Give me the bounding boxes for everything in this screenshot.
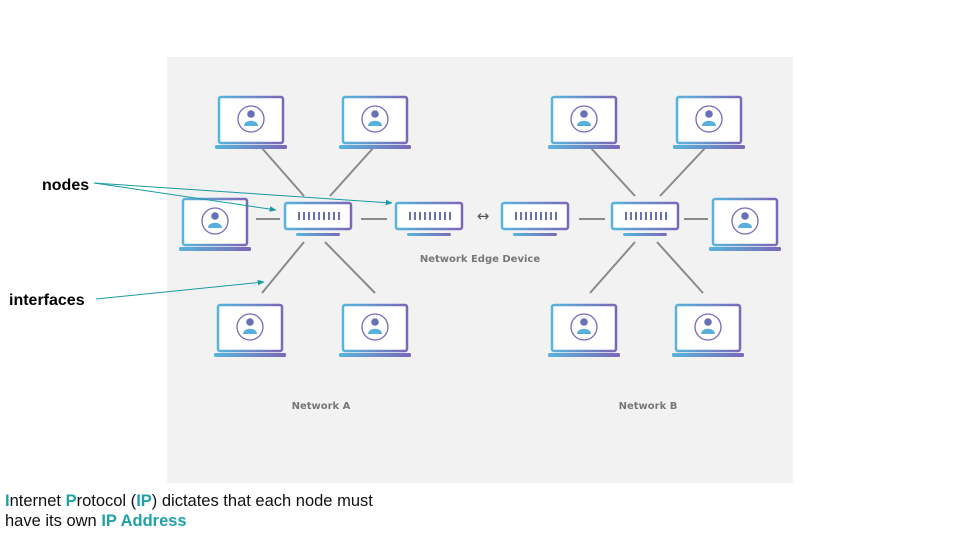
nodes-annotation: nodes bbox=[42, 177, 89, 194]
laptop-b-bottom-right bbox=[670, 303, 746, 359]
laptop-a-bottom-right bbox=[337, 303, 413, 359]
caption-text: ) dictates that each node must bbox=[151, 492, 373, 510]
caption-text: rotocol ( bbox=[76, 492, 137, 510]
laptop-b-bottom-left bbox=[546, 303, 622, 359]
caption-line-1: Internet Protocol (IP) dictates that eac… bbox=[5, 491, 445, 511]
ip-caption: Internet Protocol (IP) dictates that eac… bbox=[5, 491, 445, 531]
annotation-arrows bbox=[93, 182, 393, 300]
caption-line-2: have its own IP Address bbox=[5, 511, 445, 531]
edge-link-arrow: ↔ bbox=[477, 207, 490, 225]
network-b-label: Network B bbox=[619, 401, 678, 412]
laptop-a-bottom-left bbox=[212, 303, 288, 359]
caption-ip-abbrev: IP bbox=[136, 492, 152, 510]
connection-lines bbox=[256, 146, 708, 294]
caption-ip-address: IP Address bbox=[101, 512, 187, 530]
caption-text: nternet bbox=[9, 492, 66, 510]
edge-device-label: Network Edge Device bbox=[420, 254, 540, 265]
laptop-b-top-right bbox=[671, 95, 747, 151]
caption-letter-p: P bbox=[65, 492, 77, 510]
laptop-b-top-left bbox=[546, 95, 622, 151]
laptop-a-top-right bbox=[337, 95, 413, 151]
interfaces-annotation: interfaces bbox=[9, 292, 85, 309]
caption-letter-i: I bbox=[5, 492, 10, 510]
network-a-label: Network A bbox=[292, 401, 351, 412]
caption-text: have its own bbox=[5, 512, 102, 530]
laptop-a-top-left bbox=[213, 95, 289, 151]
laptop-b-right bbox=[707, 197, 783, 253]
laptop-a-left bbox=[177, 197, 253, 253]
